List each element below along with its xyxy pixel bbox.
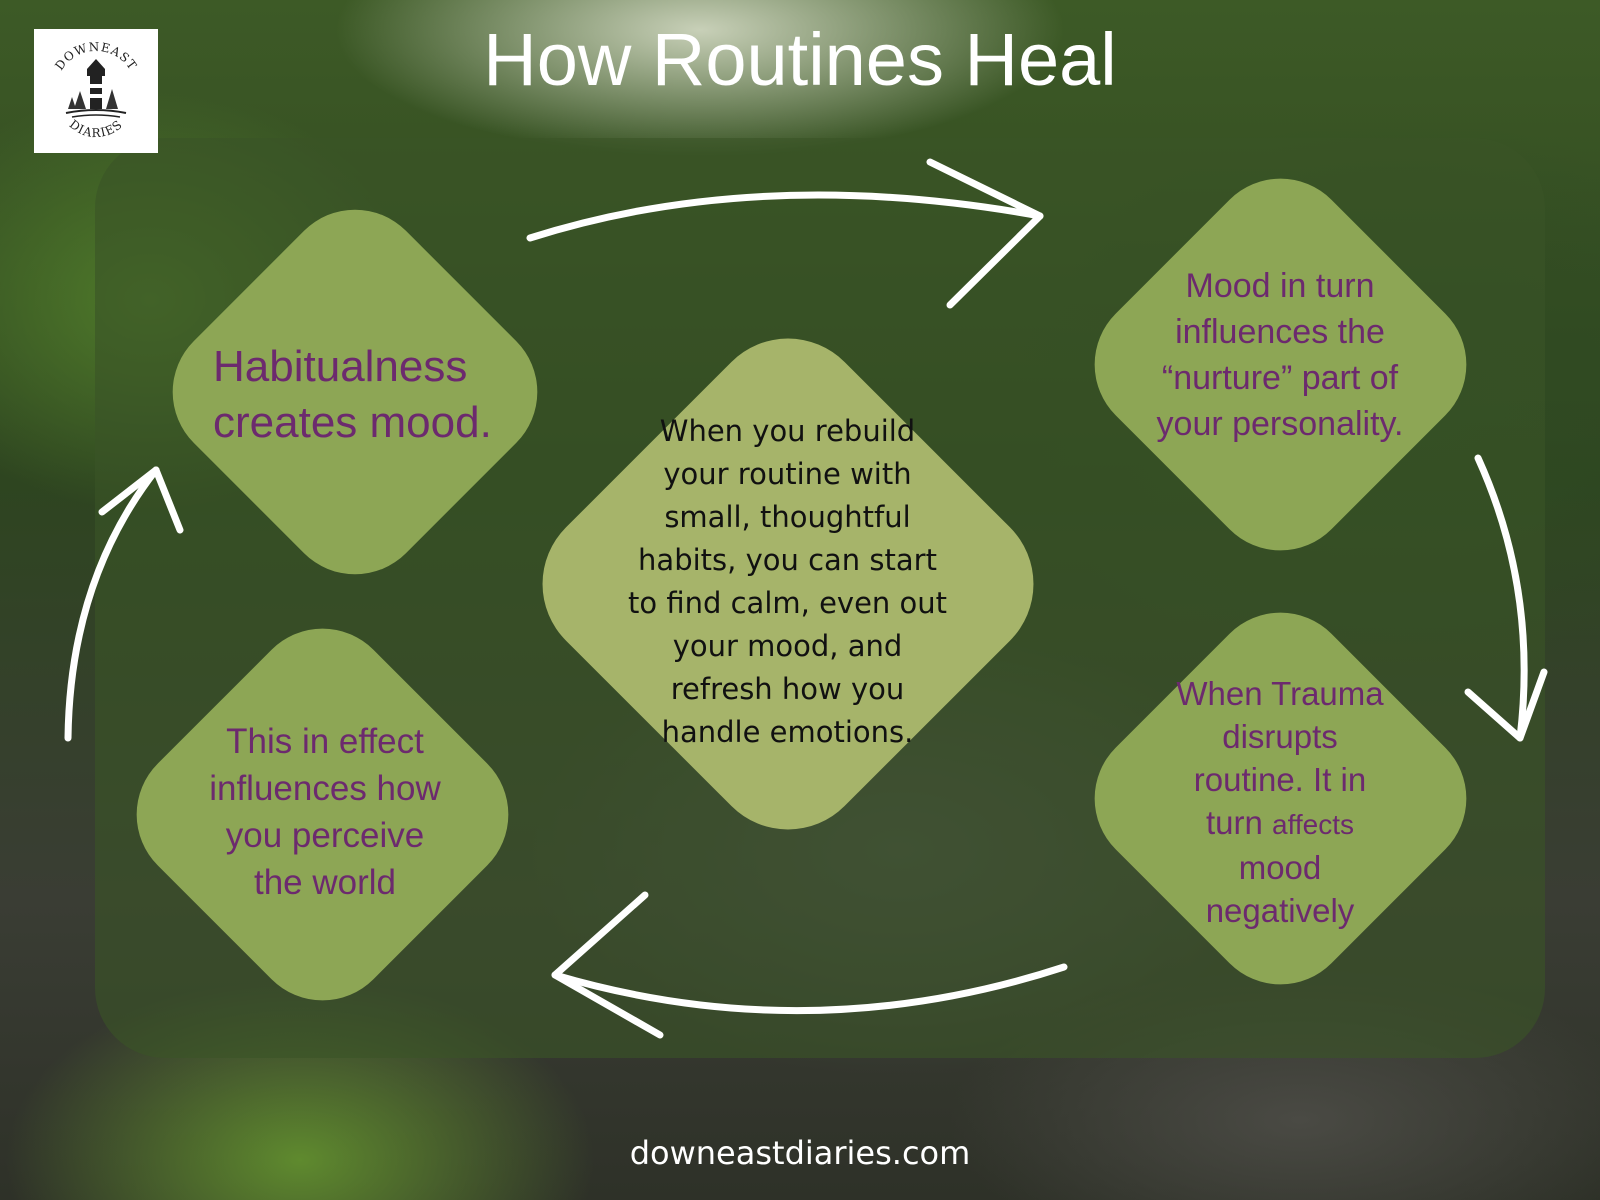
step-trauma: When Trauma disrupts routine. It in turn… (1120, 672, 1440, 932)
step-perceive: This in effect influences how you percei… (160, 712, 490, 912)
logo-bottom-text: DIARIES (67, 117, 125, 140)
page-title: How Routines Heal (483, 18, 1117, 101)
step-trauma-text: When Trauma disrupts routine. It in turn… (1176, 672, 1383, 932)
logo: DOWNEAST DIARIES (34, 29, 158, 153)
step-trauma-post: mood negatively (1205, 849, 1355, 929)
step-trauma-pre: When Trauma disrupts routine. It in turn (1176, 675, 1384, 841)
step-perceive-text: This in effect influences how you percei… (209, 722, 441, 902)
svg-text:DIARIES: DIARIES (67, 117, 126, 140)
step-habitualness-text: Habitualness creates mood. (213, 342, 492, 447)
step-nurture: Mood in turn influences the “nurture” pa… (1110, 255, 1450, 455)
step-center: When you rebuild your routine with small… (620, 402, 955, 762)
step-habitualness: Habitualness creates mood. (170, 305, 530, 485)
step-center-text: When you rebuild your routine with small… (628, 414, 947, 749)
step-trauma-small: affects (1272, 809, 1355, 840)
footer-url: downeastdiaries.com (629, 1134, 971, 1172)
step-nurture-text: Mood in turn influences the “nurture” pa… (1156, 267, 1404, 443)
lighthouse-icon: DOWNEAST DIARIES (52, 40, 139, 140)
